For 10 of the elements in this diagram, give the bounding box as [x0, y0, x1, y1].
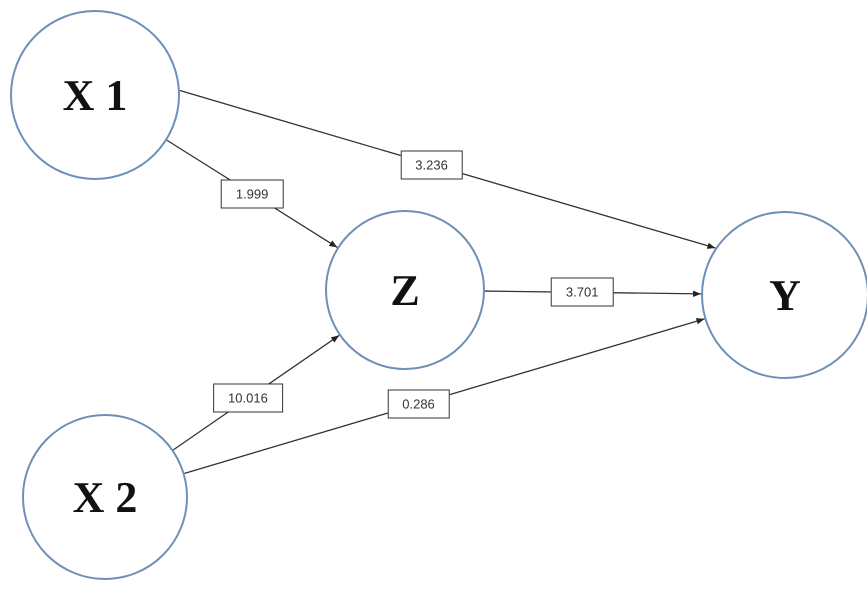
edge-label: 3.701	[550, 278, 614, 307]
variable-name: Y	[769, 270, 801, 320]
edge-label: 10.016	[213, 384, 283, 413]
edge-label: 3.236	[400, 150, 463, 180]
variable-name: X 2	[72, 472, 138, 522]
variable-name: X 1	[62, 70, 128, 120]
edge-label: 0.286	[387, 389, 450, 418]
arrow	[180, 90, 716, 249]
variable-name: Z	[390, 264, 420, 316]
edge-label: 1.999	[220, 179, 284, 208]
